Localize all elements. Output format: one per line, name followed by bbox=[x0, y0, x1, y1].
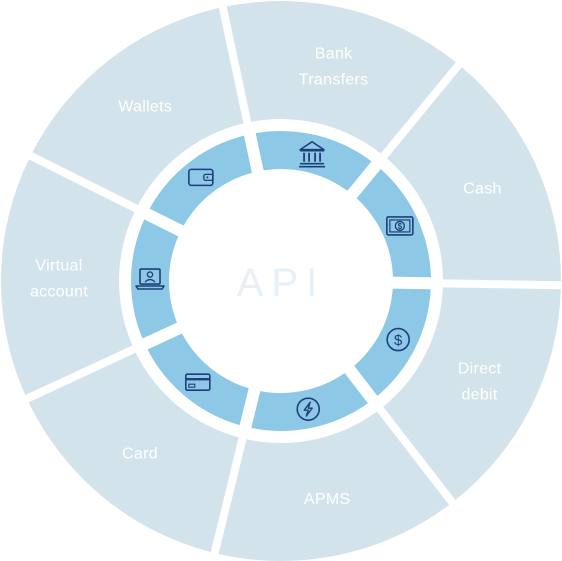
outer-segment-wallets bbox=[32, 7, 244, 205]
segment-label-line: account bbox=[30, 284, 88, 301]
laptop-user-icon bbox=[135, 268, 165, 290]
credit-card-icon bbox=[185, 373, 211, 391]
banknote-icon: $ bbox=[386, 216, 414, 236]
outer-segment-direct-debit bbox=[383, 287, 561, 501]
wallet-icon bbox=[188, 168, 214, 187]
segment-label-line: debit bbox=[461, 386, 497, 403]
inner-segment-virtual-account bbox=[130, 219, 179, 339]
svg-text:$: $ bbox=[398, 222, 403, 231]
segment-label-line: Transfers bbox=[299, 71, 369, 88]
segment-label-direct-debit: Direct debit bbox=[458, 360, 502, 403]
lightning-icon bbox=[296, 397, 321, 421]
segment-label-cash: Cash bbox=[463, 181, 502, 198]
outer-segment-bank-transfers bbox=[226, 0, 456, 154]
outer-segment-card bbox=[28, 352, 239, 553]
inner-segment-cash bbox=[356, 169, 431, 278]
segment-label-wallets: Wallets bbox=[118, 98, 172, 115]
outer-segment-cash bbox=[386, 67, 562, 282]
segment-label-line: Cash bbox=[463, 181, 502, 198]
segment-label-line: Virtual bbox=[35, 258, 82, 275]
segment-label-virtual-account: Virtual account bbox=[30, 258, 88, 301]
dollar-coin-icon: $ bbox=[386, 327, 410, 352]
segment-label-line: Direct bbox=[458, 360, 502, 377]
svg-text:$: $ bbox=[394, 332, 403, 349]
segment-label-apms: APMS bbox=[304, 491, 351, 508]
icons-layer: $$ bbox=[135, 140, 414, 421]
segment-label-line: Bank bbox=[315, 45, 353, 62]
inner-segment-wallets bbox=[149, 135, 252, 226]
segment-label-card: Card bbox=[122, 445, 158, 462]
bank-icon bbox=[299, 140, 326, 168]
outer-segment-virtual-account bbox=[0, 159, 135, 396]
segment-label-line: Wallets bbox=[118, 98, 172, 115]
segment-label-line: APMS bbox=[304, 491, 351, 508]
segment-label-line: Card bbox=[122, 445, 158, 462]
inner-segment-direct-debit bbox=[354, 288, 431, 396]
outer-segment-apms bbox=[218, 411, 450, 561]
center-api-label: API bbox=[237, 261, 325, 305]
inner-segment-bank-transfers bbox=[255, 131, 372, 191]
